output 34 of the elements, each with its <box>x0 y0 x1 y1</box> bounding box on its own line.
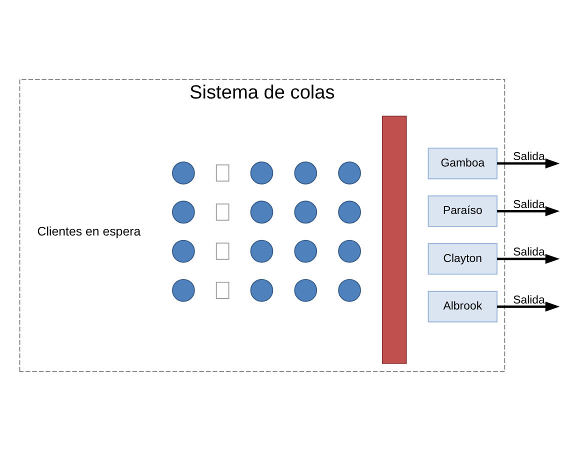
edge-label: Salida <box>513 246 545 259</box>
node-circle <box>294 162 318 184</box>
node-circle <box>294 200 318 224</box>
node-circle <box>250 240 274 263</box>
node-box: Clayton <box>428 243 498 275</box>
node-box <box>216 164 230 182</box>
node-box <box>216 204 230 221</box>
node-circle <box>172 278 195 302</box>
node-bar <box>382 116 407 364</box>
node-circle <box>338 278 361 302</box>
node-circle <box>172 240 195 263</box>
edge-label: Salida <box>513 294 545 306</box>
node-circle <box>172 200 195 224</box>
arrow <box>497 254 560 264</box>
node-circle <box>250 278 274 302</box>
arrow <box>497 158 560 168</box>
arrow <box>497 302 560 312</box>
node-box <box>216 282 230 299</box>
node-circle <box>294 240 318 263</box>
node-circle <box>338 240 361 263</box>
edge-label: Salida <box>513 198 545 211</box>
arrow <box>497 206 560 216</box>
label: Clientes en espera <box>37 224 141 238</box>
node-box: Albrook <box>428 290 498 322</box>
node-circle <box>250 162 274 184</box>
node-circle <box>338 162 361 184</box>
node-circle <box>250 200 274 224</box>
node-circle <box>172 162 195 184</box>
node-box: Paraíso <box>428 195 498 227</box>
node-circle <box>338 200 361 224</box>
node-box: Gamboa <box>428 148 498 180</box>
edge-label: Salida <box>513 151 545 164</box>
node-box <box>216 242 230 260</box>
node-circle <box>294 278 318 302</box>
